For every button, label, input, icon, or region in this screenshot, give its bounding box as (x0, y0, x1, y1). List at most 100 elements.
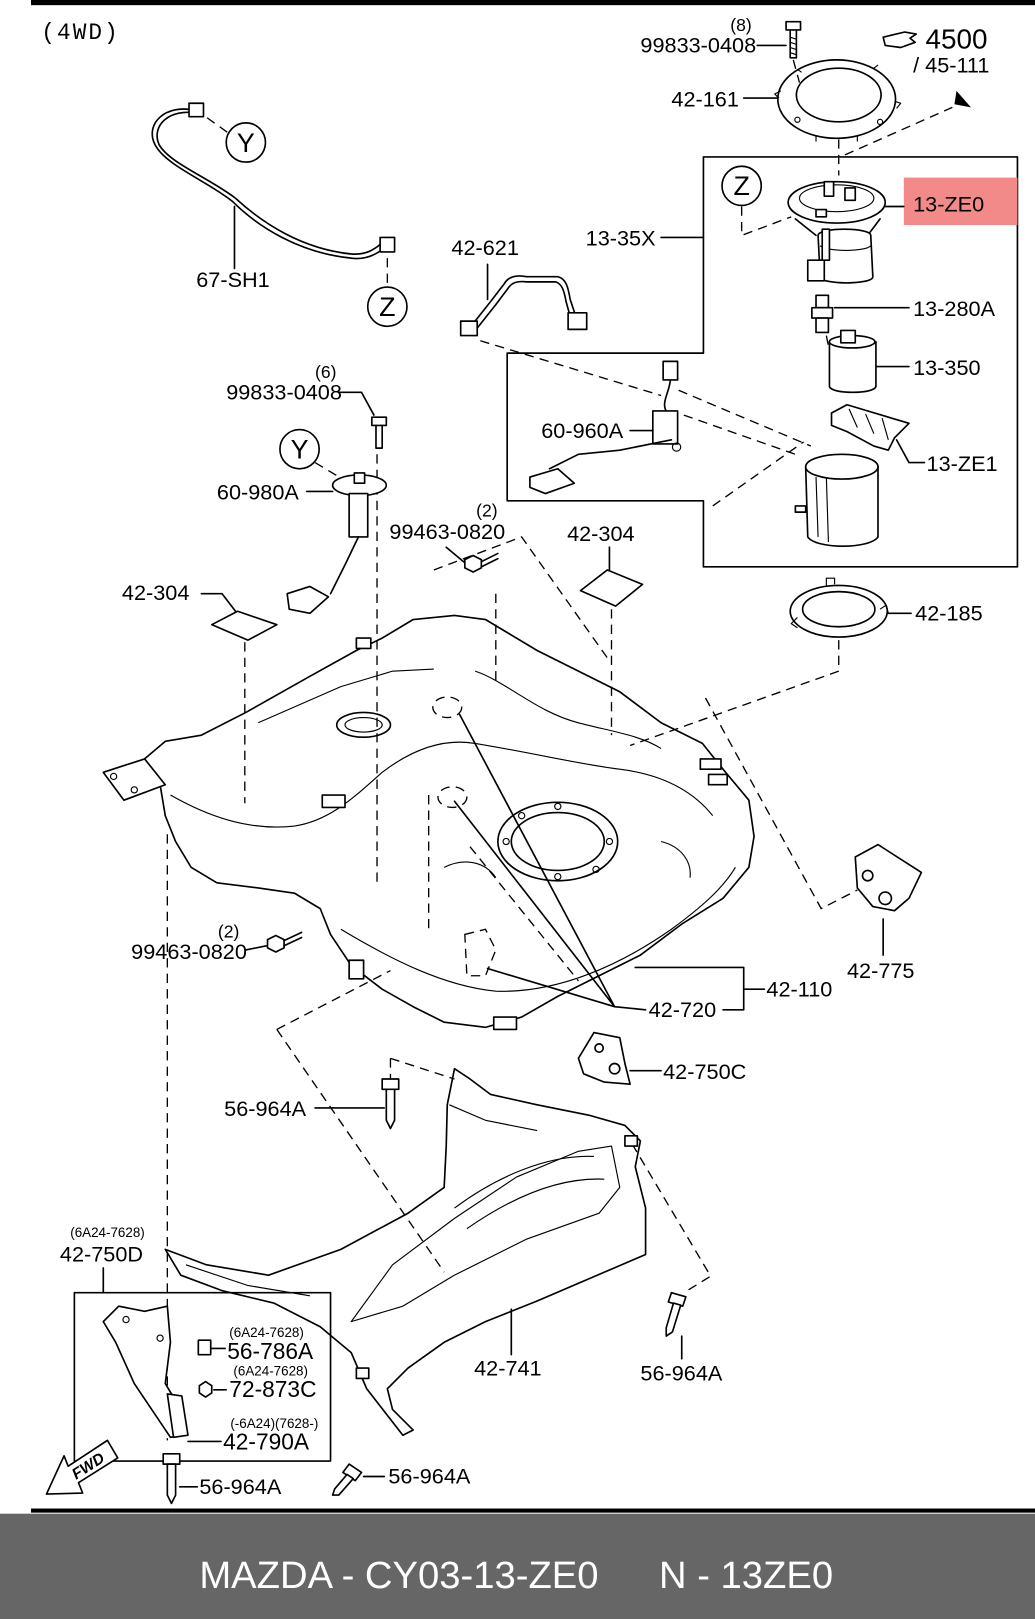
clip-56-964a-right (665, 1291, 687, 1337)
label-sender-main: 60-960A (541, 418, 623, 443)
under-cover-42-741 (164, 1067, 647, 1437)
label-tube: 42-621 (451, 235, 518, 260)
label-bolt-sender-qty: (6) (315, 362, 336, 382)
bolt-99833-0408-top (785, 20, 802, 59)
bracket-d-detail-box (73, 1291, 332, 1462)
label-harness: 67-SH1 (196, 267, 269, 292)
leader-tank (634, 966, 766, 1011)
label-pump-set: 13-35X (586, 226, 656, 251)
nut-72-873c (198, 1380, 213, 1398)
clip-56-964a-bottom-mid (331, 1463, 363, 1496)
ring-42-161 (774, 59, 902, 142)
callout-z-harness-letter: Z (379, 292, 395, 322)
pump-set-frame (506, 156, 1019, 568)
bracket-42-790a (166, 1393, 189, 1439)
leader-bolt-mid (445, 546, 466, 564)
label-ring-top: 42-161 (671, 86, 738, 111)
footer-part-title: MAZDA - CY03-13-ZE0 (199, 1554, 598, 1597)
callout-y-sender: Y (279, 428, 321, 470)
label-bolt-left-qty: (2) (218, 922, 239, 942)
label-pad-right: 42-304 (567, 521, 634, 546)
leader-bolt-left (245, 944, 268, 951)
label-bolt-top: 99833-0408 (640, 33, 756, 58)
label-screw-a-range: (6A24-7628) (229, 1325, 304, 1340)
label-bolt-mid: 99463-0820 (389, 519, 505, 544)
leader-tank-part (453, 713, 616, 1008)
label-bolt-left: 99463-0820 (131, 939, 247, 964)
label-bracket-c: 42-750C (663, 1059, 746, 1084)
label-clip-center: 56-964A (224, 1096, 306, 1121)
label-bracket-sub-range: (-6A24)(7628-) (230, 1416, 318, 1431)
tank-parts-42-720 (432, 696, 497, 977)
leader-pad-left (200, 592, 237, 613)
label-reference-page: 4500 (926, 24, 988, 55)
label-pad-left: 42-304 (122, 580, 189, 605)
label-filter: 13-ZE1 (927, 451, 998, 476)
clip-56-964a-center (381, 1078, 400, 1130)
leader-tank-part-tail (613, 1005, 647, 1011)
bracket-42-750c (577, 1031, 631, 1085)
reference-arrow-icon (954, 90, 971, 108)
label-pump-assy: 13-ZE0 (913, 192, 984, 217)
footer-bar: MAZDA - CY03-13-ZE0 N - 13ZE0 (0, 1513, 1035, 1619)
harness-67-sh1 (151, 102, 396, 260)
label-bolt-top-qty: (8) (730, 15, 751, 35)
leader-filter (895, 439, 926, 464)
label-bracket-sub: 42-790A (223, 1429, 310, 1455)
assembly-dashed-lines (166, 59, 953, 1441)
sender-60-960a (529, 360, 682, 495)
forward-arrow-icon: FWD (45, 1439, 119, 1495)
callout-y-harness-letter: Y (237, 128, 255, 158)
sender-60-980a (286, 472, 388, 615)
pointing-hand-icon (882, 31, 918, 49)
footer-background (0, 1513, 1035, 1619)
filter-13-ze1 (830, 403, 910, 452)
callout-y-harness: Y (225, 122, 267, 163)
label-bracket-d-range: (6A24-7628) (70, 1225, 145, 1240)
tube-42-621 (459, 275, 588, 337)
clip-56-964a-bottom-left (162, 1452, 181, 1505)
pad-42-304-right (579, 569, 644, 607)
label-bolt-sender: 99833-0408 (226, 380, 342, 405)
label-tank: 42-110 (766, 976, 832, 1001)
label-pump-part-350: 13-350 (913, 355, 980, 380)
bolt-99833-0408-sender (371, 416, 388, 449)
highlight-box (903, 177, 1018, 226)
callout-z-harness: Z (366, 286, 408, 328)
label-nut-range: (6A24-7628) (233, 1363, 308, 1378)
label-pump-part-280a: 13-280A (913, 296, 995, 321)
fuel-tank-42-110 (102, 614, 755, 1031)
label-ring-lower: 42-185 (915, 601, 982, 626)
label-clip-right: 56-964A (640, 1360, 722, 1385)
label-bracket-right: 42-775 (847, 958, 914, 983)
label-clip-bottom-mid: 56-964A (388, 1464, 470, 1489)
callout-y-sender-letter: Y (291, 434, 309, 464)
label-bracket-d: 42-750D (60, 1242, 143, 1267)
pad-42-304-left (210, 610, 278, 641)
label-reference-sub: / 45-111 (913, 52, 989, 77)
callout-z-pump: Z (721, 165, 763, 207)
label-bolt-mid-qty: (2) (476, 500, 497, 520)
label-screw-a: 56-786A (227, 1338, 314, 1364)
label-clip-bottom-left: 56-964A (199, 1474, 281, 1499)
leader-bolt-sender (337, 391, 375, 416)
label-cover: 42-741 (474, 1355, 541, 1380)
pump-part-13-280a (811, 294, 834, 334)
bottom-border (30, 1508, 1035, 1513)
ring-42-185 (789, 577, 889, 638)
top-border (30, 0, 1035, 6)
footer-code: N - 13ZE0 (659, 1554, 833, 1597)
bolt-99463-0820-mid (463, 552, 499, 573)
pump-part-13-350 (828, 329, 877, 394)
pump-assembly-13-ze0 (787, 180, 887, 284)
callout-z-pump-letter: Z (733, 171, 749, 201)
bracket-42-775 (854, 843, 923, 912)
label-tank-part: 42-720 (649, 997, 716, 1022)
label-sender-sub: 60-980A (217, 480, 299, 505)
pump-canister (794, 453, 879, 548)
screw-56-786a (197, 1339, 212, 1356)
drive-type-label: (4WD) (41, 20, 120, 46)
label-nut: 72-873C (229, 1376, 316, 1402)
bolt-99463-0820-left (266, 931, 303, 953)
